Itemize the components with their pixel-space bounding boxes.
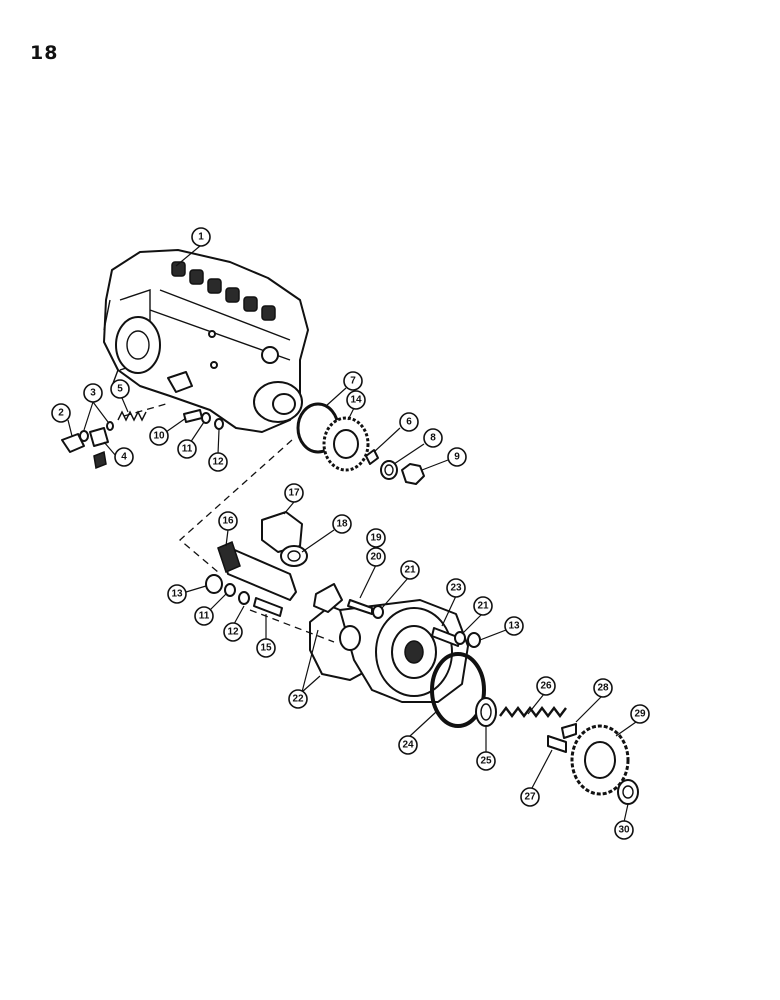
callout-29: 29 xyxy=(615,704,650,737)
callout-19: 19 xyxy=(366,528,386,548)
svg-text:24: 24 xyxy=(402,740,414,751)
svg-text:13: 13 xyxy=(171,589,183,600)
assembly-path-line xyxy=(123,403,167,417)
svg-text:17: 17 xyxy=(288,488,300,499)
svg-text:11: 11 xyxy=(182,444,193,455)
svg-text:30: 30 xyxy=(618,825,630,836)
svg-text:11: 11 xyxy=(199,611,210,622)
callout-13b: 13 xyxy=(479,616,524,641)
svg-text:18: 18 xyxy=(336,519,348,530)
svg-text:21: 21 xyxy=(477,601,489,612)
callout-7: 7 xyxy=(325,371,363,407)
svg-text:10: 10 xyxy=(153,431,165,442)
svg-text:2: 2 xyxy=(58,408,64,419)
svg-text:20: 20 xyxy=(370,552,382,563)
callout-16: 16 xyxy=(218,511,238,547)
callout-25: 25 xyxy=(476,726,496,771)
svg-text:3: 3 xyxy=(90,388,96,399)
assembly-path-line xyxy=(179,439,293,573)
small-hardware-left xyxy=(61,409,224,470)
callout-8: 8 xyxy=(393,428,443,465)
callout-17: 17 xyxy=(283,483,304,515)
callout-12: 12 xyxy=(208,429,228,472)
svg-text:14: 14 xyxy=(350,395,362,406)
callout-5: 5 xyxy=(110,379,130,413)
svg-text:19: 19 xyxy=(370,533,382,544)
callout-27: 27 xyxy=(520,749,553,807)
callout-10: 10 xyxy=(149,417,187,446)
callout-11: 11 xyxy=(177,421,205,459)
idler-gear-group xyxy=(430,652,639,805)
svg-text:6: 6 xyxy=(406,417,412,428)
callout-15: 15 xyxy=(256,614,276,658)
callout-23: 23 xyxy=(441,578,466,627)
callout-2: 2 xyxy=(51,403,73,437)
callout-4: 4 xyxy=(103,441,134,467)
page-number: 18 xyxy=(30,42,59,64)
callout-6: 6 xyxy=(373,412,419,453)
callout-18: 18 xyxy=(301,514,352,553)
drive-shaft-group xyxy=(205,511,308,617)
injection-pump xyxy=(103,249,309,433)
svg-text:29: 29 xyxy=(634,709,646,720)
svg-text:1: 1 xyxy=(198,232,204,243)
svg-text:4: 4 xyxy=(121,452,127,463)
svg-text:16: 16 xyxy=(222,516,234,527)
gear-housing-group xyxy=(309,583,481,703)
callout-30: 30 xyxy=(614,803,634,840)
svg-text:5: 5 xyxy=(117,384,123,395)
svg-text:8: 8 xyxy=(430,433,436,444)
svg-text:9: 9 xyxy=(454,452,460,463)
svg-text:12: 12 xyxy=(227,627,239,638)
svg-text:22: 22 xyxy=(292,694,304,705)
svg-text:7: 7 xyxy=(350,376,356,387)
svg-text:28: 28 xyxy=(597,683,609,694)
svg-text:21: 21 xyxy=(404,565,416,576)
callout-3: 3 xyxy=(83,383,109,431)
callout-13: 13 xyxy=(167,584,207,604)
svg-text:15: 15 xyxy=(260,643,272,654)
svg-text:26: 26 xyxy=(540,681,552,692)
callout-28: 28 xyxy=(575,678,613,723)
svg-text:25: 25 xyxy=(480,756,492,767)
callout-12b: 12 xyxy=(223,605,245,642)
callout-24: 24 xyxy=(398,711,437,755)
callout-20: 20 xyxy=(359,547,386,599)
callout-26: 26 xyxy=(527,676,556,715)
callout-14: 14 xyxy=(346,390,366,421)
svg-text:13: 13 xyxy=(508,621,520,632)
assembly-path-line xyxy=(249,609,335,643)
svg-text:23: 23 xyxy=(450,583,462,594)
callout-22: 22 xyxy=(288,629,321,709)
callout-21b: 21 xyxy=(461,596,493,635)
svg-text:27: 27 xyxy=(524,792,536,803)
svg-text:12: 12 xyxy=(212,457,224,468)
callout-11b: 11 xyxy=(194,593,227,626)
pump-gear-group xyxy=(296,402,425,485)
callout-9: 9 xyxy=(421,447,467,471)
callout-21: 21 xyxy=(381,560,420,609)
callout-1: 1 xyxy=(175,227,211,267)
